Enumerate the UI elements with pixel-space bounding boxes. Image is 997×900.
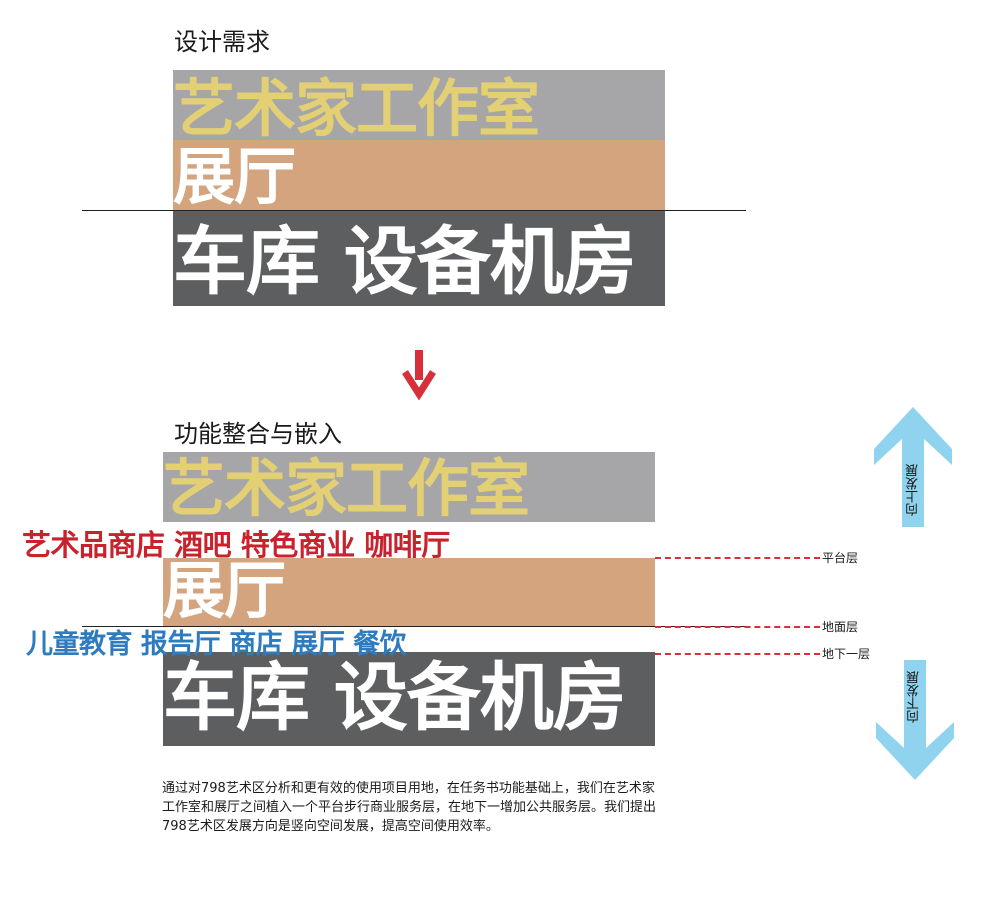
top-garage-block: 车库 设备机房 — [173, 210, 665, 306]
ground-level-line — [655, 626, 820, 628]
ground-level-label: 地面层 — [822, 620, 859, 634]
design-requirement-title: 设计需求 — [174, 28, 270, 56]
top-studio-block: 艺术家工作室 — [173, 70, 665, 140]
integration-title: 功能整合与嵌入 — [174, 420, 342, 448]
description-text: 通过对798艺术区分析和更有效的使用项目用地，在任务书功能基础上，我们在艺术家工… — [162, 781, 657, 834]
down-arrow-icon — [402, 350, 436, 400]
up-arrow-icon — [874, 407, 952, 527]
top-ground-line — [82, 210, 746, 211]
basement-level-label: 地下一层 — [822, 647, 871, 661]
basement-level-line — [655, 653, 820, 655]
bottom-studio-label: 艺术家工作室 — [163, 452, 530, 523]
down-arrow-label: 向下发展 — [907, 671, 922, 723]
bottom-garage-label: 车库 设备机房 — [163, 655, 627, 741]
top-exhibition-label: 展厅 — [173, 140, 296, 211]
up-arrow-label: 向上发展 — [906, 464, 921, 516]
top-garage-label: 车库 设备机房 — [173, 219, 637, 305]
bottom-ground-line — [82, 626, 746, 627]
bottom-exhibition-block: 展厅 — [163, 558, 655, 626]
bottom-garage-block: 车库 设备机房 — [163, 652, 655, 746]
public-service-text: 儿童教育 报告厅 商店 展厅 餐饮 — [26, 629, 407, 660]
platform-commerce-text: 艺术品商店 酒吧 特色商业 咖啡厅 — [22, 528, 450, 562]
top-exhibition-block: 展厅 — [173, 140, 665, 210]
bottom-exhibition-label: 展厅 — [163, 558, 286, 626]
platform-level-label: 平台层 — [822, 551, 859, 565]
platform-level-line — [655, 557, 820, 559]
bottom-studio-block: 艺术家工作室 — [163, 452, 655, 522]
down-develop-arrow-icon — [876, 660, 954, 780]
top-studio-label: 艺术家工作室 — [173, 72, 540, 141]
